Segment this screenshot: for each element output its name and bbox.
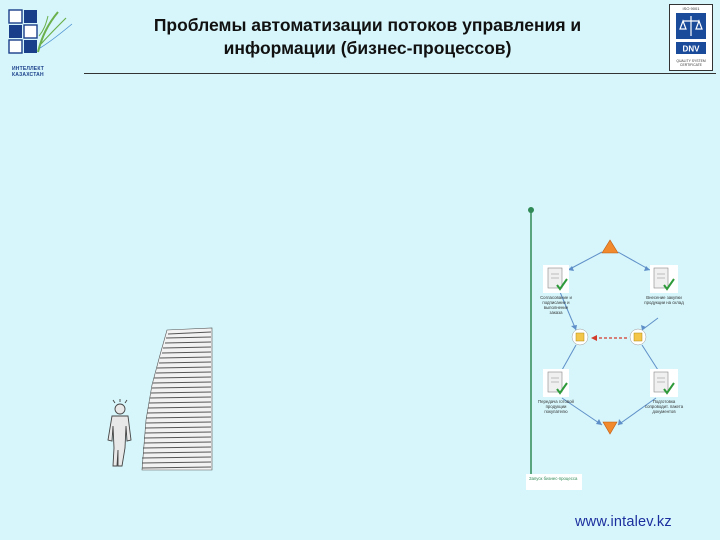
end-marker-icon	[603, 422, 617, 434]
task-label-1: Согласование и подписание и выполнение з…	[538, 295, 574, 315]
task-doc-icon-2	[650, 265, 678, 293]
task-label-3: Передача готовой продукции покупателю	[536, 399, 576, 414]
end-label: Запуск бизнес-процесса	[529, 476, 579, 481]
person-icon	[108, 399, 131, 466]
gateway-left-icon	[572, 329, 588, 345]
task-label-2: Внесение закупки продукции на склад	[644, 295, 684, 305]
timeline-start-dot	[528, 207, 534, 213]
task-doc-icon-4	[650, 369, 678, 397]
task-label-4: Подготовка сопроводит. пакета документов	[642, 399, 686, 414]
task-doc-icon-1	[543, 265, 569, 293]
task-doc-icon-3	[543, 369, 569, 397]
start-marker-icon	[602, 240, 618, 253]
gateway-right-icon	[630, 329, 646, 345]
paper-stack-icon	[142, 328, 212, 470]
footer-url-link[interactable]: www.intalev.kz	[575, 514, 672, 530]
